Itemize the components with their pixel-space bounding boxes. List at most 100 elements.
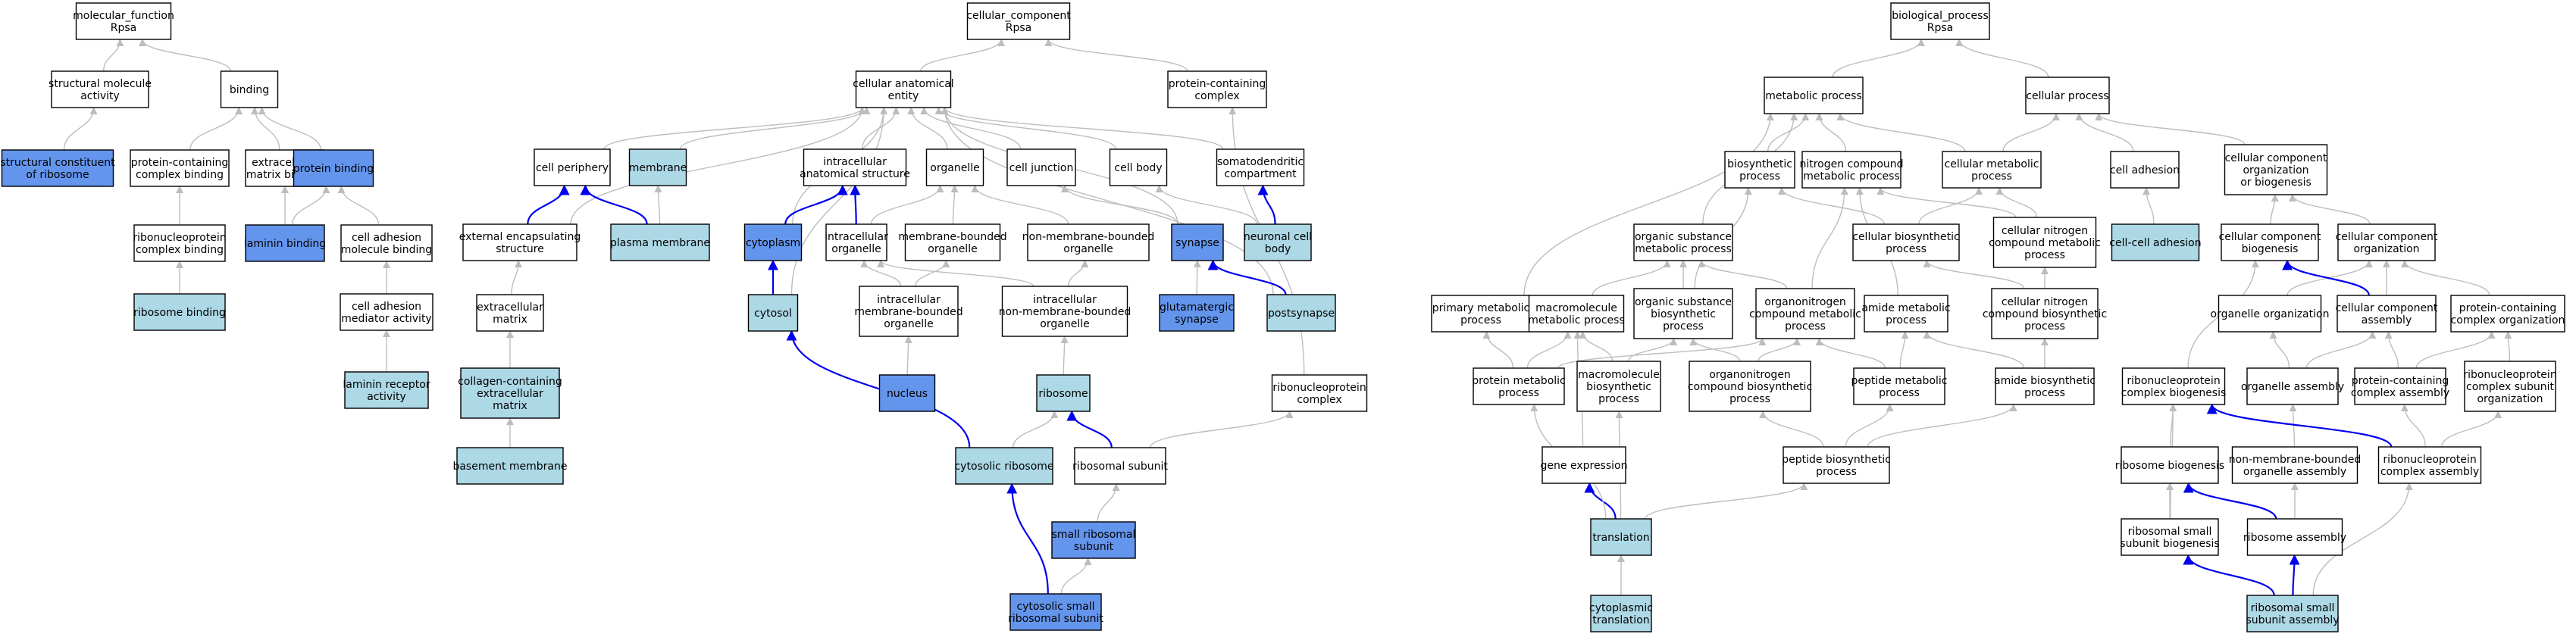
- node-binding[interactable]: binding: [220, 70, 279, 108]
- node-label-line: organic substance: [1635, 231, 1732, 243]
- node-translation[interactable]: translation: [1590, 518, 1652, 556]
- node-cell-body[interactable]: cell body: [1109, 148, 1168, 186]
- edge-peptide_metab-to-organonitrogen_metab: [1815, 338, 1886, 369]
- node-label-line: ribosomal small: [2128, 526, 2212, 538]
- node-ribosome-assembly[interactable]: ribosome assembly: [2243, 518, 2346, 556]
- node-box: [803, 148, 907, 186]
- node-box: [855, 70, 952, 108]
- node-cell-junction[interactable]: cell junction: [1006, 148, 1076, 186]
- edge-ecm-to-ext_encaps_struct: [511, 260, 523, 295]
- node-organelle-org[interactable]: organelle organization: [2211, 295, 2330, 333]
- node-organelle[interactable]: organelle: [925, 148, 984, 186]
- edge-pc_complex_assembly-to-pc_complex_org: [2415, 331, 2496, 369]
- node-cellular-process[interactable]: cellular process: [2025, 77, 2110, 114]
- edge-ribosome-to-intra_nmb_organelle: [1060, 336, 1069, 376]
- node-cell-periphery[interactable]: cell periphery: [534, 148, 611, 186]
- node-cytosolic-ribosome[interactable]: cytosolic ribosome: [954, 447, 1054, 485]
- node-gene-expression[interactable]: gene expression: [1541, 446, 1628, 484]
- node-membrane[interactable]: membrane: [629, 148, 687, 186]
- node-basement-membrane[interactable]: basement membrane: [452, 447, 568, 485]
- node-protein-binding[interactable]: protein binding: [293, 149, 374, 187]
- node-intra-nmb-organelle[interactable]: intracellularnon-membrane-boundedorganel…: [999, 286, 1131, 337]
- node-ribosome[interactable]: ribosome: [1036, 374, 1091, 412]
- node-label-line: organelle: [1040, 318, 1089, 330]
- edge-organonitrogen_biosynth-to-org_subst_biosynth: [1689, 338, 1741, 362]
- node-nucleus[interactable]: nucleus: [878, 374, 936, 412]
- node-cytosol[interactable]: cytosol: [747, 294, 799, 332]
- node-plasma-membrane[interactable]: plasma membrane: [610, 223, 710, 261]
- node-ribosome-binding[interactable]: ribosome binding: [133, 293, 226, 331]
- node-postsynapse[interactable]: postsynapse: [1266, 294, 1336, 332]
- node-synapse[interactable]: synapse: [1171, 223, 1224, 261]
- node-cell-adhesion[interactable]: cell adhesion: [2110, 151, 2180, 189]
- node-cell-cell-adhesion[interactable]: cell-cell adhesion: [2109, 223, 2202, 261]
- node-laminin-binding[interactable]: laminin binding: [244, 224, 326, 262]
- node-organelle-assembly[interactable]: organelle assembly: [2241, 367, 2344, 405]
- node-label-line: activity: [367, 391, 406, 403]
- node-cytoplasm[interactable]: cytoplasm: [743, 223, 803, 261]
- node-ribosome-biogenesis[interactable]: ribosome biogenesis: [2115, 446, 2224, 484]
- node-box: [1473, 367, 1565, 405]
- node-metabolic-process[interactable]: metabolic process: [1764, 77, 1864, 114]
- node-label-line: of ribosome: [26, 169, 89, 181]
- node-ribosomal-subunit[interactable]: ribosomal subunit: [1072, 447, 1168, 485]
